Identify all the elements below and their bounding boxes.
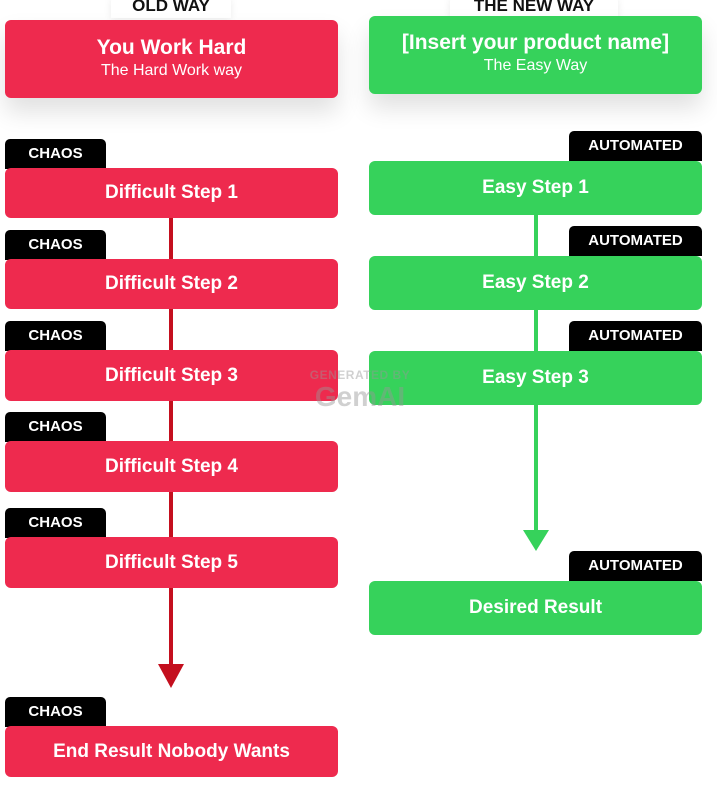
chaos-badge: CHAOS bbox=[5, 412, 106, 442]
watermark: GENERATED BY GemAI bbox=[280, 368, 440, 412]
chaos-badge-label: CHAOS bbox=[28, 703, 83, 720]
step-label: Easy Step 1 bbox=[482, 177, 589, 198]
step-label: Difficult Step 5 bbox=[104, 551, 238, 573]
chaos-badge: CHAOS bbox=[5, 139, 106, 169]
new-way-column: THE NEW WAY [Insert your product name] T… bbox=[360, 0, 717, 785]
old-way-subtitle: The Hard Work way bbox=[100, 62, 243, 79]
step-label: Difficult Step 2 bbox=[104, 273, 238, 294]
chaos-badge-label: CHAOS bbox=[28, 514, 83, 531]
step-label: Difficult Step 4 bbox=[104, 455, 238, 477]
old-way-tab: OLD WAY bbox=[111, 0, 231, 18]
easy-step-2: Easy Step 2 bbox=[369, 256, 702, 310]
old-way-title: You Work Hard bbox=[96, 36, 247, 59]
chaos-badge: CHAOS bbox=[5, 230, 106, 260]
new-way-title: [Insert your product name] bbox=[401, 31, 670, 54]
automated-badge: AUTOMATED bbox=[569, 131, 702, 161]
automated-badge: AUTOMATED bbox=[569, 226, 702, 256]
automated-badge: AUTOMATED bbox=[569, 551, 702, 581]
chaos-badge-label: CHAOS bbox=[28, 418, 83, 435]
chaos-badge: CHAOS bbox=[5, 697, 106, 727]
new-way-header-card: [Insert your product name] The Easy Way bbox=[369, 16, 702, 94]
chaos-badge-label: CHAOS bbox=[28, 236, 83, 253]
chaos-badge: CHAOS bbox=[5, 508, 106, 538]
result-label: Desired Result bbox=[468, 597, 603, 618]
result-label: End Result Nobody Wants bbox=[53, 740, 290, 762]
difficult-step-4: Difficult Step 4 bbox=[5, 441, 338, 492]
chaos-badge: CHAOS bbox=[5, 321, 106, 351]
difficult-step-1: Difficult Step 1 bbox=[5, 168, 338, 218]
difficult-step-2: Difficult Step 2 bbox=[5, 259, 338, 309]
step-label: Easy Step 2 bbox=[482, 272, 589, 293]
automated-badge-label: AUTOMATED bbox=[588, 137, 683, 154]
old-way-arrow-head bbox=[158, 664, 184, 688]
new-way-tab-label: THE NEW WAY bbox=[473, 0, 595, 15]
automated-badge-label: AUTOMATED bbox=[588, 557, 683, 574]
old-way-column: OLD WAY You Work Hard The Hard Work way … bbox=[0, 0, 345, 785]
step-label: Difficult Step 3 bbox=[104, 364, 238, 386]
automated-badge-label: AUTOMATED bbox=[588, 232, 683, 249]
easy-step-1: Easy Step 1 bbox=[369, 161, 702, 215]
chaos-badge-label: CHAOS bbox=[28, 145, 83, 162]
old-way-end-result: End Result Nobody Wants bbox=[5, 726, 338, 777]
old-way-tab-label: OLD WAY bbox=[132, 0, 210, 15]
watermark-line-2: GemAI bbox=[314, 381, 406, 412]
chaos-badge-label: CHAOS bbox=[28, 327, 83, 344]
new-way-arrow-head bbox=[523, 530, 549, 551]
new-way-tab: THE NEW WAY bbox=[450, 0, 618, 18]
step-label: Difficult Step 1 bbox=[104, 182, 238, 203]
step-label: Easy Step 3 bbox=[482, 367, 589, 388]
new-way-subtitle: The Easy Way bbox=[483, 57, 588, 74]
watermark-line-1: GENERATED BY bbox=[309, 368, 411, 382]
easy-step-3: Easy Step 3 bbox=[369, 351, 702, 405]
difficult-step-5: Difficult Step 5 bbox=[5, 537, 338, 588]
new-way-desired-result: Desired Result bbox=[369, 581, 702, 635]
difficult-step-3: Difficult Step 3 bbox=[5, 350, 338, 401]
old-way-header-card: You Work Hard The Hard Work way bbox=[5, 20, 338, 98]
automated-badge: AUTOMATED bbox=[569, 321, 702, 351]
automated-badge-label: AUTOMATED bbox=[588, 327, 683, 344]
